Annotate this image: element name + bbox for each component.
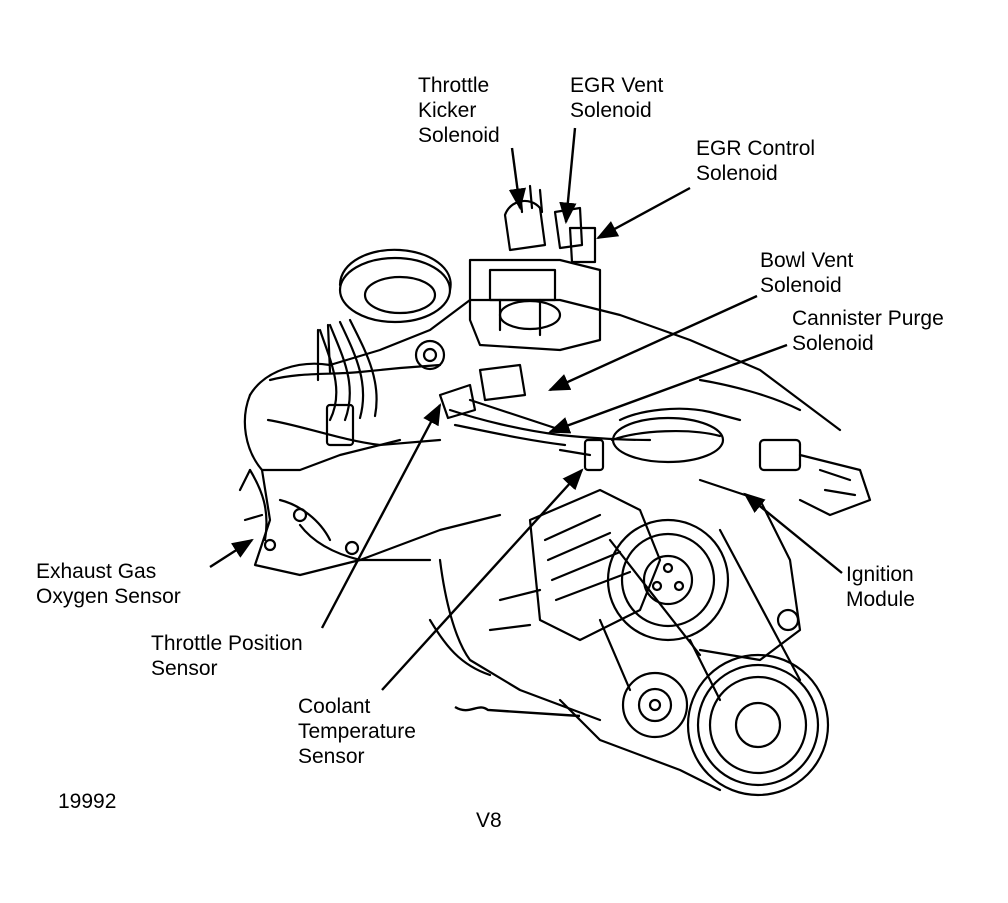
leader-lines: [209, 127, 843, 718]
label-egr-vent-solenoid: EGR Vent Solenoid: [570, 73, 663, 123]
label-bowl-vent-solenoid: Bowl Vent Solenoid: [760, 248, 853, 298]
leader-egr-vent: [559, 127, 577, 225]
label-line: Bowl Vent: [760, 249, 854, 272]
engine-body: [238, 184, 872, 797]
leader-throttle-kicker: [508, 147, 526, 211]
label-throttle-kicker-solenoid: Throttle Kicker Solenoid: [418, 73, 500, 148]
leader-egr-control: [596, 186, 691, 240]
label-cannister-purge-solenoid: Cannister Purge Solenoid: [792, 306, 944, 356]
label-line: Solenoid: [570, 99, 652, 122]
label-line: Throttle: [418, 74, 490, 97]
label-egr-control-solenoid: EGR Control Solenoid: [696, 136, 815, 186]
label-line: Sensor: [151, 657, 218, 680]
label-line: Module: [846, 588, 915, 611]
label-line: Kicker: [418, 99, 477, 122]
label-line: Solenoid: [792, 332, 874, 355]
label-exhaust-gas-oxygen-sensor: Exhaust Gas Oxygen Sensor: [36, 559, 181, 609]
label-line: Throttle Position: [151, 632, 303, 655]
label-line: Ignition: [846, 563, 914, 586]
label-line: Sensor: [298, 745, 365, 768]
label-throttle-position-sensor: Throttle Position Sensor: [151, 631, 303, 681]
label-line: Exhaust Gas: [36, 560, 157, 583]
label-line: Coolant: [298, 695, 371, 718]
leader-throttle-position: [320, 403, 442, 629]
leader-coolant-temp: [381, 468, 584, 691]
label-line: EGR Vent: [570, 74, 664, 97]
label-ignition-module: Ignition Module: [846, 562, 915, 612]
label-coolant-temperature-sensor: Coolant Temperature Sensor: [298, 694, 416, 769]
label-line: Solenoid: [760, 274, 842, 297]
figure-caption: V8: [476, 809, 502, 832]
label-line: Oxygen Sensor: [36, 585, 181, 608]
label-line: Solenoid: [418, 124, 500, 147]
leader-ignition-module: [743, 492, 843, 574]
leader-coolant-wave: [454, 705, 581, 718]
leader-cannister-purge: [547, 343, 788, 434]
leader-bowl-vent: [548, 294, 758, 392]
label-line: EGR Control: [696, 137, 816, 160]
figure-number: 19992: [58, 790, 117, 813]
label-line: Temperature: [298, 720, 416, 743]
label-line: Solenoid: [696, 162, 778, 185]
leader-exhaust-gas: [209, 538, 254, 569]
label-line: Cannister Purge: [792, 307, 944, 330]
